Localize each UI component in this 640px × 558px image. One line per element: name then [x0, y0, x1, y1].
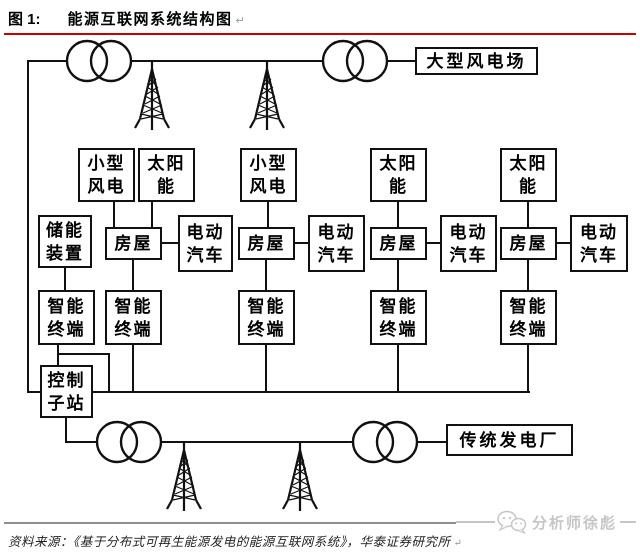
source-note: 资料来源：《基于分布式可再生能源发电的能源互联网系统》，华泰证券研究所↵ — [8, 531, 462, 550]
connector-line — [427, 242, 440, 244]
connector-line — [113, 202, 115, 228]
connector-line — [397, 260, 399, 290]
footer-divider — [4, 522, 456, 524]
watermark-line — [456, 521, 495, 523]
figure-header: 图 1: 能源互联网系统结构图 ↵ — [8, 8, 245, 29]
return-mark: ↵ — [453, 538, 463, 549]
transformer-icon — [321, 39, 389, 83]
node-house-1: 房屋 — [105, 227, 162, 260]
connector-line — [162, 242, 178, 244]
node-control-substation: 控制子站 — [40, 365, 93, 418]
node-small-wind-1: 小型风电 — [78, 148, 135, 202]
connector-line — [161, 441, 354, 443]
connector-line — [527, 202, 529, 228]
node-smart-terminal-0: 智能终端 — [38, 290, 95, 345]
connector-line — [417, 441, 446, 443]
node-smart-terminal-1: 智能终端 — [105, 290, 162, 345]
connector-line — [527, 260, 529, 290]
connector-line — [27, 60, 29, 393]
watermark-text: 分析师徐彪 — [530, 511, 618, 533]
transformer-icon — [65, 39, 133, 83]
transformer-icon — [351, 420, 419, 464]
node-solar-2: 太阳能 — [370, 148, 427, 202]
connector-line — [64, 268, 66, 290]
watermark-line — [620, 521, 636, 523]
analyst-watermark: 分析师徐彪 — [456, 510, 636, 534]
connector-line — [387, 60, 416, 62]
radio-tower-icon — [282, 443, 318, 511]
node-house-4: 房屋 — [500, 227, 557, 260]
connector-line — [397, 202, 399, 228]
connector-line — [265, 260, 267, 290]
transformer-icon — [95, 420, 163, 464]
node-energy-storage: 储能装置 — [38, 215, 92, 268]
connector-line — [57, 353, 110, 355]
connector-line — [65, 418, 67, 443]
node-solar-1: 太阳能 — [138, 148, 195, 202]
connector-line — [151, 202, 153, 228]
connector-line — [132, 260, 134, 290]
radio-tower-icon — [166, 443, 202, 511]
node-house-2: 房屋 — [238, 227, 295, 260]
wechat-icon — [497, 510, 527, 534]
connector-line — [66, 441, 98, 443]
connector-line — [108, 353, 110, 393]
radio-tower-icon — [134, 62, 170, 130]
node-electric-vehicle-2: 电动汽车 — [308, 215, 365, 272]
red-rule — [4, 33, 636, 35]
node-smart-terminal-4: 智能终端 — [500, 290, 557, 345]
connector-line — [527, 345, 529, 393]
connector-line — [397, 345, 399, 393]
node-traditional-power-plant: 传统发电厂 — [446, 424, 573, 456]
radio-tower-icon — [249, 62, 285, 130]
connector-line — [131, 60, 324, 62]
node-electric-vehicle-4: 电动汽车 — [570, 215, 628, 272]
connector-line — [295, 242, 308, 244]
connector-line — [28, 391, 40, 393]
figure-label: 图 1: — [8, 11, 41, 28]
node-smart-terminal-2: 智能终端 — [238, 290, 295, 345]
connector-line — [267, 202, 269, 228]
node-house-3: 房屋 — [370, 227, 427, 260]
connector-line — [28, 60, 68, 62]
connector-line — [265, 345, 267, 393]
node-electric-vehicle-3: 电动汽车 — [440, 215, 497, 272]
connector-line — [132, 345, 134, 393]
node-large-wind-farm: 大型风电场 — [415, 47, 538, 75]
node-electric-vehicle-1: 电动汽车 — [178, 215, 233, 272]
figure-title: 能源互联网系统结构图 — [67, 11, 233, 28]
source-text: 资料来源：《基于分布式可再生能源发电的能源互联网系统》，华泰证券研究所 — [8, 535, 451, 549]
connector-line — [57, 345, 59, 365]
return-mark: ↵ — [235, 15, 245, 27]
connector-line — [93, 391, 530, 393]
node-solar-3: 太阳能 — [500, 148, 557, 202]
node-small-wind-2: 小型风电 — [240, 148, 297, 202]
node-smart-terminal-3: 智能终端 — [370, 290, 427, 345]
connector-line — [557, 242, 570, 244]
